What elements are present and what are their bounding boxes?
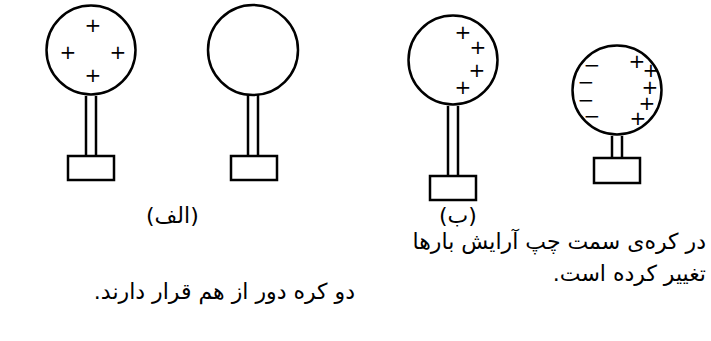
charge-sign: + [85,65,102,85]
charge-sign: + [455,22,472,42]
stand-rod [621,136,624,158]
stand-base [231,156,277,180]
charge-sign: + [470,37,487,57]
panel-label: (الف) [146,200,199,232]
stand-rod [95,96,98,156]
caption: دو کره دور از هم قرار دارند. [3,276,355,308]
neutral-sphere [208,5,298,95]
charged-sphere: ++++ [407,14,499,106]
charge-sign: + [630,108,647,128]
stand-rod [611,136,614,158]
stand-base [430,176,476,200]
charge-sign: − [578,72,595,92]
charge-sign: − [584,106,601,126]
stand-rod [85,96,88,156]
stand-base [594,158,640,183]
stand-rod [247,95,250,156]
charge-sign: + [110,42,127,62]
charge-sign: + [60,42,77,62]
charge-sign: + [85,15,102,35]
charged-sphere: + + + + [45,4,137,96]
charged-sphere: −−−−+++++ [571,44,663,136]
caption: در کره‌ی سمت چپ آرایش بارها تغییر کرده ا… [406,226,706,290]
charge-sign: + [455,77,472,97]
stand-base [68,156,114,180]
panel-label: (ب) [439,200,477,232]
stand-rod [257,95,260,156]
stand-rod [457,106,460,176]
stand-rod [447,106,450,176]
